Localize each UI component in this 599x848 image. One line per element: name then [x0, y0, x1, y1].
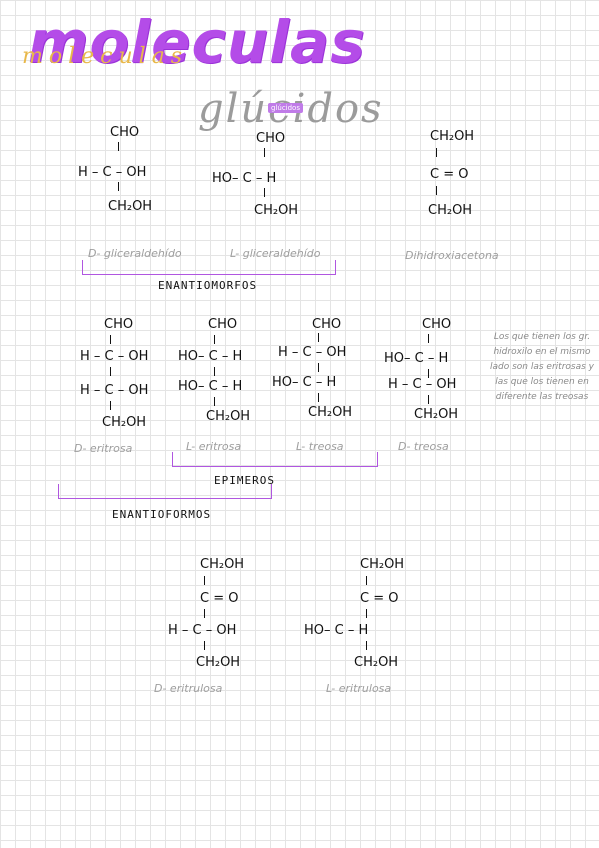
molecule-line: CH₂OH	[254, 203, 299, 218]
bond-line	[110, 401, 111, 410]
molecule-line: HO– C – H	[178, 379, 243, 394]
bond-line	[214, 367, 215, 376]
bond-line	[436, 148, 437, 157]
bond-line	[214, 335, 215, 344]
label-l-gliceraldehido: L- gliceraldehído	[230, 247, 321, 260]
molecule-d-treosa: CHO HO– C – H H – C – OH CH₂OH	[384, 318, 484, 428]
molecule-line: CH₂OH	[428, 203, 473, 218]
molecule-line: HO– C – H	[272, 375, 337, 390]
molecule-line: HO– C – H	[304, 623, 369, 638]
label-d-treosa: D- treosa	[398, 440, 449, 453]
label-l-treosa: L- treosa	[296, 440, 344, 453]
molecule-line: CH₂OH	[414, 407, 459, 422]
bond-line	[110, 367, 111, 376]
label-d-gliceraldehido: D- gliceraldehído	[88, 247, 182, 260]
label-dihidroxiacetona: Dihidroxiacetona	[405, 249, 499, 262]
bond-line	[110, 335, 111, 344]
molecule-l-gliceraldehido: CHO HO– C – H CH₂OH	[212, 132, 312, 222]
bond-line	[118, 142, 119, 151]
molecule-line: CH₂OH	[196, 655, 241, 670]
molecule-line: H – C – OH	[78, 165, 147, 180]
molecule-line: H – C – OH	[388, 377, 457, 392]
molecule-line: CH₂OH	[354, 655, 399, 670]
molecule-line: CHO	[104, 317, 134, 332]
section-epimeros: EPIMEROS	[214, 474, 275, 487]
molecule-l-eritrulosa: CH₂OH C = O HO– C – H CH₂OH	[304, 558, 424, 678]
bond-line	[428, 395, 429, 404]
molecule-l-treosa: CHO H – C – OH HO– C – H CH₂OH	[272, 317, 378, 428]
bond-line	[318, 393, 319, 402]
molecule-line: CH₂OH	[360, 557, 405, 572]
molecule-line: H – C – OH	[80, 349, 149, 364]
molecule-line: CHO	[256, 131, 286, 146]
section-enantioformos: ENANTIOFORMOS	[112, 508, 212, 521]
bond-line	[366, 609, 367, 618]
bond-line	[428, 369, 429, 378]
molecule-line: H – C – OH	[278, 345, 347, 360]
bond-line	[318, 363, 319, 372]
label-d-eritrosa: D- eritrosa	[74, 442, 133, 455]
molecule-line: H – C – OH	[80, 383, 149, 398]
molecule-line: HO– C – H	[384, 351, 449, 366]
bond-line	[428, 334, 429, 343]
molecule-line: HO– C – H	[212, 171, 277, 186]
molecule-line: CHO	[110, 125, 140, 140]
molecule-d-gliceraldehido: CHO H – C – OH CH₂OH	[78, 126, 178, 216]
page-title-echo: moleculas	[22, 44, 189, 69]
molecule-line: CHO	[312, 317, 342, 332]
bond-line	[436, 186, 437, 195]
molecule-line: C = O	[430, 167, 469, 182]
bracket-enantioformos	[58, 484, 272, 499]
molecule-line: C = O	[360, 591, 399, 606]
molecule-line: CH₂OH	[206, 409, 251, 424]
bond-line	[204, 609, 205, 618]
bond-line	[118, 182, 119, 191]
bond-line	[264, 148, 265, 157]
molecule-line: C = O	[200, 591, 239, 606]
side-note: Los que tienen los gr. hidroxilo en el m…	[490, 332, 594, 402]
bond-line	[204, 641, 205, 650]
molecule-dihidroxiacetona: CH₂OH C = O CH₂OH	[428, 130, 528, 220]
molecule-line: CH₂OH	[430, 129, 475, 144]
bond-line	[214, 397, 215, 406]
label-d-eritrulosa: D- eritrulosa	[154, 682, 223, 695]
molecule-line: HO– C – H	[178, 349, 243, 364]
label-l-eritrulosa: L- eritrulosa	[326, 682, 392, 695]
bond-line	[318, 333, 319, 342]
section-enantiomorfos: ENANTIOMORFOS	[158, 279, 258, 292]
molecule-line: CHO	[422, 317, 452, 332]
molecule-d-eritrulosa: CH₂OH C = O H – C – OH CH₂OH	[168, 558, 278, 678]
molecule-line: CH₂OH	[200, 557, 245, 572]
molecule-line: CH₂OH	[108, 199, 153, 214]
molecule-line: CHO	[208, 317, 238, 332]
label-l-eritrosa: L- eritrosa	[186, 440, 242, 453]
page-title: moleculas	[28, 8, 366, 76]
bracket-epimeros	[172, 452, 378, 467]
bond-line	[204, 576, 205, 585]
molecule-line: CH₂OH	[308, 405, 353, 420]
molecule-line: H – C – OH	[168, 623, 237, 638]
molecule-line: CH₂OH	[102, 415, 147, 430]
bond-line	[366, 576, 367, 585]
subtitle-tag: glúcidos	[268, 103, 303, 113]
bond-line	[366, 641, 367, 650]
bracket-enantiomorfos	[82, 260, 336, 275]
bond-line	[264, 188, 265, 197]
molecule-d-eritrosa: CHO H – C – OH H – C – OH CH₂OH	[80, 317, 180, 430]
molecule-l-eritrosa: CHO HO– C – H HO– C – H CH₂OH	[178, 318, 278, 428]
